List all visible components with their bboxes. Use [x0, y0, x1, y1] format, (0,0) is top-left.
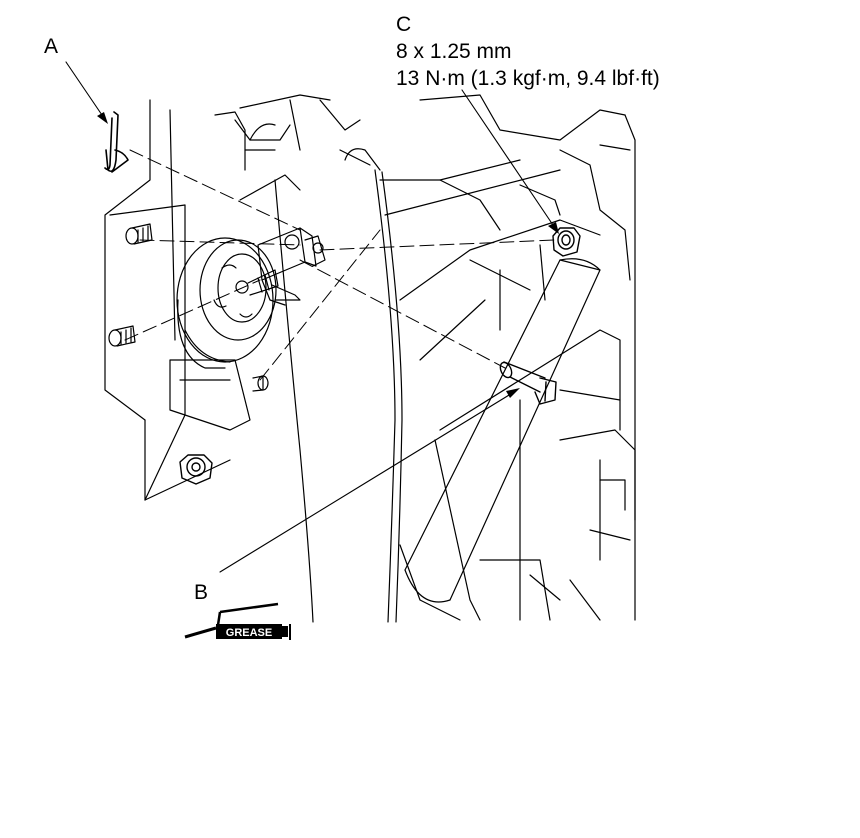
clevis-bracket	[257, 227, 326, 306]
booster-assembly	[176, 237, 279, 369]
mounting-stud-right	[252, 375, 269, 392]
cable-lines	[274, 169, 403, 623]
arrowhead-b	[506, 388, 520, 398]
fastener-size-text: 8 x 1.25 mm	[396, 40, 512, 63]
callout-b-label: B	[194, 581, 209, 604]
grease-cartridge	[216, 624, 282, 639]
strut-tube	[404, 258, 601, 603]
leader-lines	[65, 61, 556, 573]
arrowhead-c	[548, 222, 559, 234]
vehicle-frame-outline	[104, 94, 636, 621]
callout-a-label: A	[44, 35, 59, 58]
leader-arrowheads	[97, 112, 559, 398]
mounting-stud-bottom	[108, 325, 136, 347]
grease-label: GREASE	[226, 627, 272, 639]
spare-nut	[179, 454, 213, 485]
grease-symbol: GREASE	[184, 602, 291, 640]
arrowhead-a	[97, 112, 108, 124]
lock-nut	[552, 227, 581, 257]
callout-c-label: C	[396, 13, 412, 36]
mounting-stud-top	[125, 223, 153, 245]
fastener-torque-text: 13 N·m (1.3 kgf·m, 9.4 lbf·ft)	[396, 67, 660, 90]
alignment-lines	[124, 149, 556, 381]
clevis-pin	[499, 361, 557, 405]
retaining-clip	[104, 111, 129, 173]
